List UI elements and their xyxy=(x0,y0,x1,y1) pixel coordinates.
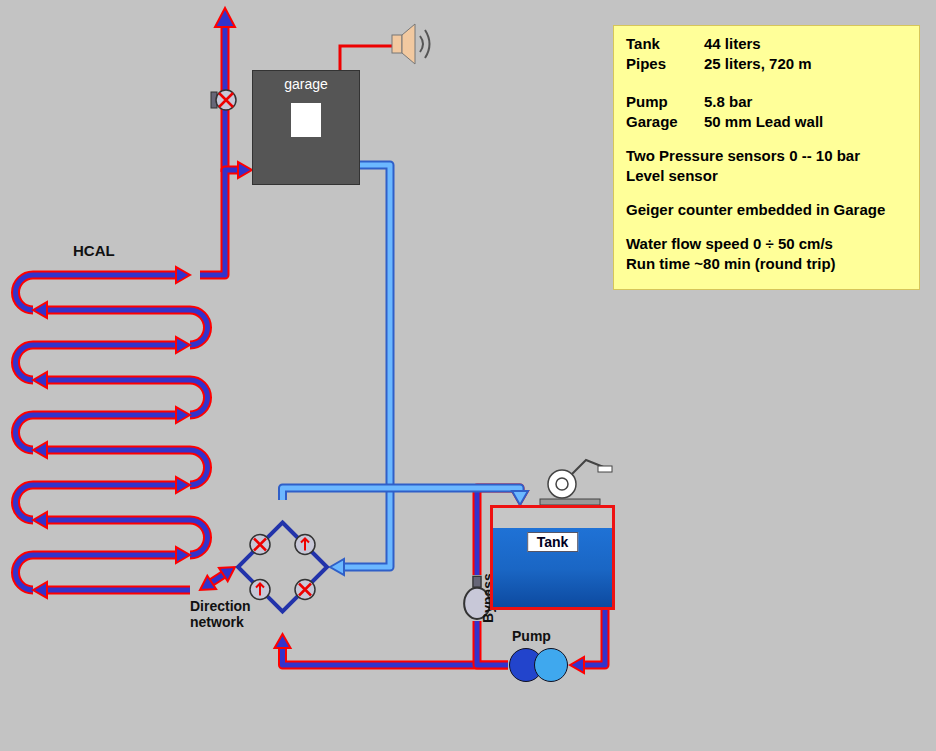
spec-text: 25 liters, 720 m xyxy=(704,54,812,74)
pump-label: Pump xyxy=(512,628,551,644)
info-row: Garage50 mm Lead wall xyxy=(626,112,907,132)
level-sensor-icon xyxy=(540,460,612,505)
spec-text: Geiger counter embedded in Garage xyxy=(626,200,885,220)
pipe-connector xyxy=(330,165,390,575)
info-row: Water flow speed 0 ÷ 50 cm/s xyxy=(626,234,907,254)
tank-label: Tank xyxy=(527,532,579,552)
pipe-connector xyxy=(477,621,508,665)
spec-text: Tank xyxy=(626,34,704,54)
exhaust-valve xyxy=(211,90,236,110)
info-panel: Tank44 litersPipes25 liters, 720 mPump5.… xyxy=(613,25,920,290)
spec-text: 50 mm Lead wall xyxy=(704,112,823,132)
detector-block: HCAL xyxy=(15,240,200,600)
spec-text: Level sensor xyxy=(626,166,718,186)
spec-text: Two Pressure sensors 0 -- 10 bar xyxy=(626,146,860,166)
exhaust-pipe xyxy=(215,8,235,172)
spec-text: Pipes xyxy=(626,54,704,74)
hcal-serpentine xyxy=(16,267,208,598)
alarm-speaker xyxy=(340,24,430,70)
lead-garage: garage xyxy=(252,70,360,185)
info-row: Geiger counter embedded in Garage xyxy=(626,200,907,220)
box-label: garage xyxy=(253,71,359,92)
spec-text: Run time ~80 min (round trip) xyxy=(626,254,836,274)
spec-text: Water flow speed 0 ÷ 50 cm/s xyxy=(626,234,833,254)
geiger-window xyxy=(291,103,321,137)
pipe-connector xyxy=(200,162,252,275)
info-row: Tank44 liters xyxy=(626,34,907,54)
info-row: Two Pressure sensors 0 -- 10 bar xyxy=(626,146,907,166)
spec-text: Pump xyxy=(626,92,704,112)
spec-text: 44 liters xyxy=(704,34,761,54)
pipe-connector xyxy=(283,488,529,505)
pipe-connector xyxy=(200,567,235,590)
water-tank: Tank xyxy=(490,505,615,610)
spec-text: 5.8 bar xyxy=(704,92,752,112)
info-row: Pump5.8 bar xyxy=(626,92,907,112)
pipe-connector xyxy=(570,610,605,673)
spec-text: Garage xyxy=(626,112,704,132)
valve-diamond: Direction network xyxy=(235,500,330,634)
info-row: Pipes25 liters, 720 m xyxy=(626,54,907,74)
network-label: Direction network xyxy=(190,598,272,630)
info-row: Level sensor xyxy=(626,166,907,186)
pump-rotors xyxy=(508,647,570,683)
detector-label: HCAL xyxy=(15,240,200,259)
info-row: Run time ~80 min (round trip) xyxy=(626,254,907,274)
pump-symbol: Pump xyxy=(508,647,570,683)
